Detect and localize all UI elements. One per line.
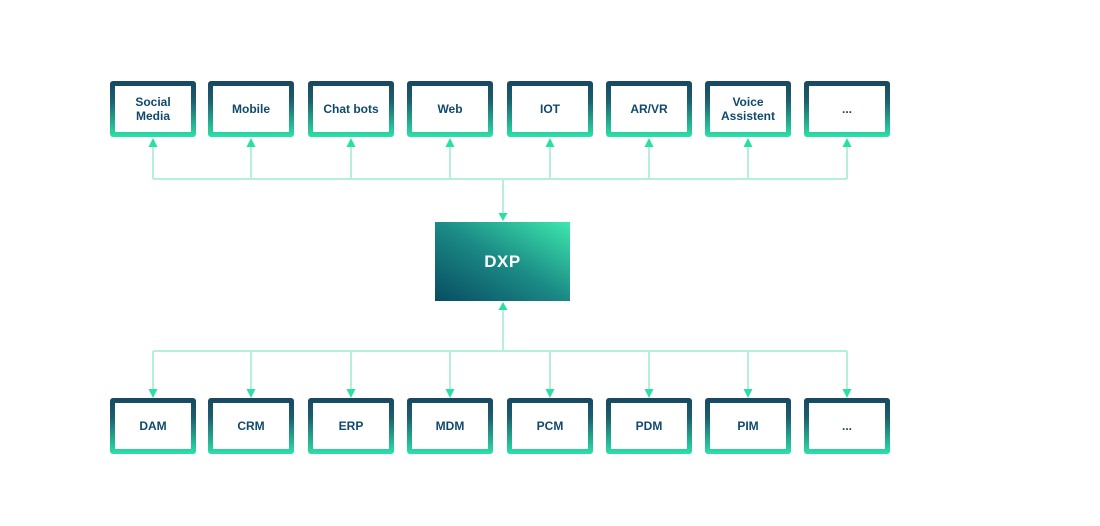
node-iot: IOT xyxy=(507,81,593,137)
node-chat-bots: Chat bots xyxy=(308,81,394,137)
node-label: AR/VR xyxy=(630,101,668,116)
node-web: Web xyxy=(407,81,493,137)
node-label: DAM xyxy=(139,418,167,433)
node-label: Web xyxy=(437,101,463,116)
node-face: Social Media xyxy=(115,86,191,132)
node-face: Voice Assistent xyxy=(710,86,786,132)
node-pcm: PCM xyxy=(507,398,593,454)
node-face: PCM xyxy=(512,403,588,449)
node-face: Web xyxy=(412,86,488,132)
node-crm: CRM xyxy=(208,398,294,454)
node-mdm: MDM xyxy=(407,398,493,454)
node-label: PIM xyxy=(737,418,759,433)
node-face: PIM xyxy=(710,403,786,449)
node-label: PDM xyxy=(635,418,663,433)
arrowheads xyxy=(148,138,852,398)
node-erp: ERP xyxy=(308,398,394,454)
node-face: CRM xyxy=(213,403,289,449)
node-label: PCM xyxy=(536,418,564,433)
node-face: IOT xyxy=(512,86,588,132)
node-label: Chat bots xyxy=(323,101,379,116)
node-pdm: PDM xyxy=(606,398,692,454)
node-label: ... xyxy=(841,101,852,116)
node-label: ERP xyxy=(338,418,364,433)
node-label: MDM xyxy=(435,418,465,433)
node-face: ... xyxy=(809,403,885,449)
node-more-channels: ... xyxy=(804,81,890,137)
node-face: AR/VR xyxy=(611,86,687,132)
node-label: Voice Assistent xyxy=(720,94,776,123)
node-social-media: Social Media xyxy=(110,81,196,137)
node-pim: PIM xyxy=(705,398,791,454)
node-face: DAM xyxy=(115,403,191,449)
node-face: MDM xyxy=(412,403,488,449)
node-label: Social Media xyxy=(135,94,171,123)
node-ar-vr: AR/VR xyxy=(606,81,692,137)
node-face: PDM xyxy=(611,403,687,449)
node-label: Mobile xyxy=(232,101,270,116)
node-voice-assistent: Voice Assistent xyxy=(705,81,791,137)
node-face: ERP xyxy=(313,403,389,449)
node-label: CRM xyxy=(237,418,265,433)
node-more-systems: ... xyxy=(804,398,890,454)
node-label: IOT xyxy=(540,101,560,116)
node-mobile: Mobile xyxy=(208,81,294,137)
node-face: Chat bots xyxy=(313,86,389,132)
dxp-node: DXP xyxy=(435,222,570,301)
dxp-label: DXP xyxy=(484,251,521,271)
node-dam: DAM xyxy=(110,398,196,454)
node-face: ... xyxy=(809,86,885,132)
node-label: ... xyxy=(841,418,852,433)
node-face: Mobile xyxy=(213,86,289,132)
